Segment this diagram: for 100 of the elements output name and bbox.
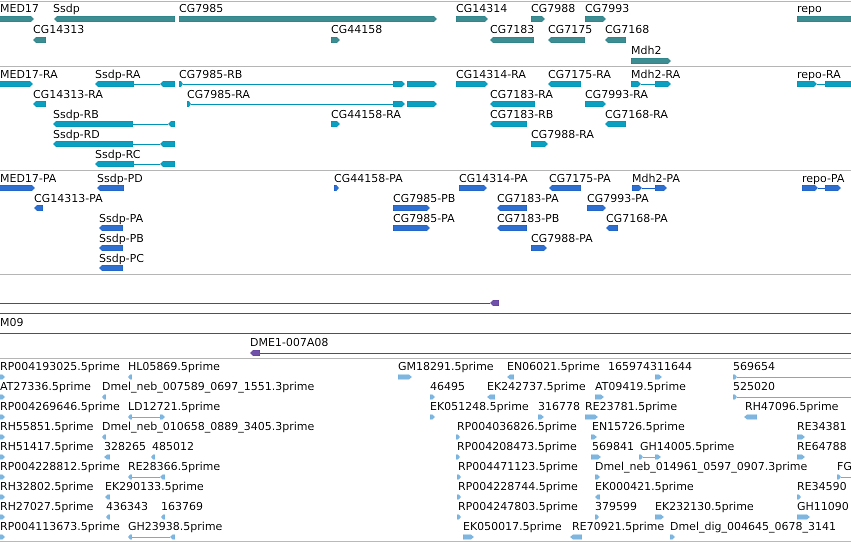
- feature-label: CG7985-PA: [393, 212, 455, 226]
- feature-label: 379599: [595, 500, 637, 514]
- feature-label: EK000421.5prime: [595, 480, 694, 494]
- feature-label: GH14005.5prime: [640, 440, 734, 454]
- feature-label: CG44158: [331, 23, 382, 37]
- feature-label: 311644: [650, 360, 692, 374]
- feature-label: CG7183-RA: [490, 88, 553, 102]
- feature-label: Ssdp-RC: [95, 148, 140, 162]
- feature-label: RH51417.5prime: [0, 440, 94, 454]
- feature-label: RH47096.5prime: [745, 400, 838, 414]
- feature-label: CG7993-RA: [585, 88, 648, 102]
- feature-label: Dmel_neb_007589_0697_1551.3prime: [102, 380, 314, 394]
- feature-label: CG7985-RA: [187, 88, 250, 102]
- feature-label: Ssdp-RA: [95, 68, 140, 82]
- feature-label: CG14313: [33, 23, 84, 37]
- feature-label: RH27027.5prime: [0, 500, 94, 514]
- feature-label: CG7988-PA: [531, 232, 593, 246]
- feature-label: Dmel_dig_004645_0678_3141: [670, 520, 836, 534]
- feature-label: Mdh2: [631, 44, 662, 58]
- feature-label: AT09419.5prime: [595, 380, 686, 394]
- feature-label: CG7175: [548, 23, 592, 37]
- feature-label: EK051248.5prime: [430, 400, 529, 414]
- feature-label: Ssdp-RD: [53, 128, 100, 142]
- feature-label: CG7993-PA: [587, 192, 649, 206]
- feature-label: CG7988-RA: [531, 128, 594, 142]
- feature-label: Ssdp-RB: [53, 108, 99, 122]
- feature-label: GH23938.5prime: [128, 520, 222, 534]
- feature-label: CG7175-PA: [549, 172, 611, 186]
- feature-label: RE34590: [797, 480, 847, 494]
- feature-label: MED17: [0, 2, 39, 16]
- feature-label: CG7183-PB: [497, 212, 560, 226]
- feature-label: 165974: [608, 360, 650, 374]
- feature-label: Ssdp-PC: [99, 252, 144, 266]
- feature-label: 436343: [106, 500, 148, 514]
- feature-label: CG7985: [179, 2, 224, 16]
- feature-label: EN06021.5prime: [507, 360, 600, 374]
- feature-label: RP004269646.5prime: [0, 400, 120, 414]
- feature-label: 316778: [538, 400, 580, 414]
- feature-label: CG7985-PB: [393, 192, 456, 206]
- feature-label: M09: [0, 316, 24, 330]
- feature-label: RP004208473.5prime: [457, 440, 577, 454]
- feature-label: RH32802.5prime: [0, 480, 94, 494]
- feature-label: GH11090: [797, 500, 849, 514]
- feature-label: 485012: [152, 440, 194, 454]
- feature-label: Dmel_neb_014961_0597_0907.3prime: [595, 460, 808, 474]
- feature-label: RP004036826.5prime: [457, 420, 577, 434]
- feature-label: CG7985-RB: [179, 68, 242, 82]
- feature-label: CG7168-PA: [606, 212, 668, 226]
- feature-label: 569841: [592, 440, 634, 454]
- feature-label: MED17-PA: [0, 172, 56, 186]
- feature-label: CG7183: [490, 23, 534, 37]
- feature-label: CG7993: [585, 2, 630, 16]
- feature-label: CG7168: [605, 23, 650, 37]
- feature-label: 163769: [161, 500, 203, 514]
- feature-label: EK290133.5prime: [105, 480, 204, 494]
- feature-label: CG7988: [531, 2, 576, 16]
- feature-label: RE34381: [797, 420, 847, 434]
- feature-label: CG14314-PA: [459, 172, 528, 186]
- feature-label: EK242737.5prime: [487, 380, 586, 394]
- feature-label: RE23781.5prime: [585, 400, 678, 414]
- feature-label: Ssdp-PB: [99, 232, 144, 246]
- feature-label: RP004228744.5prime: [458, 480, 578, 494]
- feature-label: RH55851.5prime: [0, 420, 94, 434]
- feature-label: Mdh2-PA: [632, 172, 680, 186]
- feature-label: RE70921.5prime: [572, 520, 664, 534]
- feature-label: CG44158-PA: [334, 172, 403, 186]
- feature-label: repo: [797, 2, 822, 16]
- feature-label: EK232130.5prime: [655, 500, 754, 514]
- feature-label: 569654: [733, 360, 775, 374]
- feature-label: 46495: [430, 380, 465, 394]
- feature-label: MED17-RA: [0, 68, 58, 82]
- feature-label: CG14314-RA: [456, 68, 526, 82]
- feature-label: CG14313-RA: [33, 88, 103, 102]
- feature-label: CG44158-RA: [331, 108, 401, 122]
- feature-label: CG7183-RB: [490, 108, 554, 122]
- feature-label: HL05869.5prime: [128, 360, 220, 374]
- feature-label: RP004471123.5prime: [458, 460, 578, 474]
- feature-label: GM18291.5prime: [398, 360, 494, 374]
- feature-label: CG14314: [456, 2, 508, 16]
- feature-label: CG7168-RA: [605, 108, 668, 122]
- feature-label: RP004113673.5prime: [0, 520, 120, 534]
- feature-label: CG14313-PA: [34, 192, 103, 206]
- feature-label: Mdh2-RA: [631, 68, 680, 82]
- feature-label: repo-PA: [802, 172, 844, 186]
- feature-label: RE64788: [797, 440, 847, 454]
- feature-label: EN15726.5prime: [592, 420, 685, 434]
- feature-label: repo-RA: [797, 68, 841, 82]
- feature-label: RP004247803.5prime: [458, 500, 578, 514]
- feature-label: 525020: [733, 380, 775, 394]
- feature-label: CG7183-PA: [497, 192, 559, 206]
- feature-label: EK050017.5prime: [463, 520, 562, 534]
- feature-label: 328265: [104, 440, 146, 454]
- feature-label: LD12721.5prime: [128, 400, 220, 414]
- feature-label: CG7175-RA: [548, 68, 611, 82]
- feature-label: RP004193025.5prime: [0, 360, 120, 374]
- feature-label: RP004228812.5prime: [0, 460, 120, 474]
- feature-label: AT27336.5prime: [0, 380, 91, 394]
- feature-label: RE28366.5prime: [128, 460, 220, 474]
- feature-label: DME1-007A08: [250, 336, 328, 350]
- feature-label: Dmel_neb_010658_0889_3405.3prime: [102, 420, 314, 434]
